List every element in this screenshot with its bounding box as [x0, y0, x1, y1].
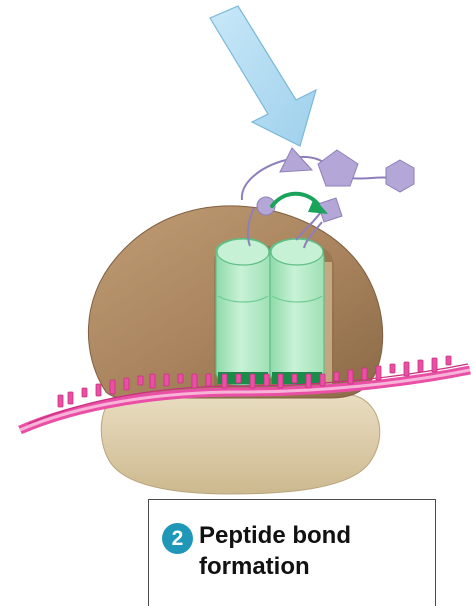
amino-acid-hexagon [386, 160, 414, 192]
caption-box: 2 Peptide bond formation [148, 499, 436, 606]
amino-acid-pentagon [318, 150, 358, 186]
curved-bond-arrow [272, 194, 328, 214]
trna-p-site [216, 238, 270, 384]
trna-a-site [270, 238, 324, 384]
incoming-arrow [210, 6, 316, 146]
caption-text: Peptide bond formation [199, 520, 429, 582]
step-number-badge: 2 [162, 523, 193, 554]
